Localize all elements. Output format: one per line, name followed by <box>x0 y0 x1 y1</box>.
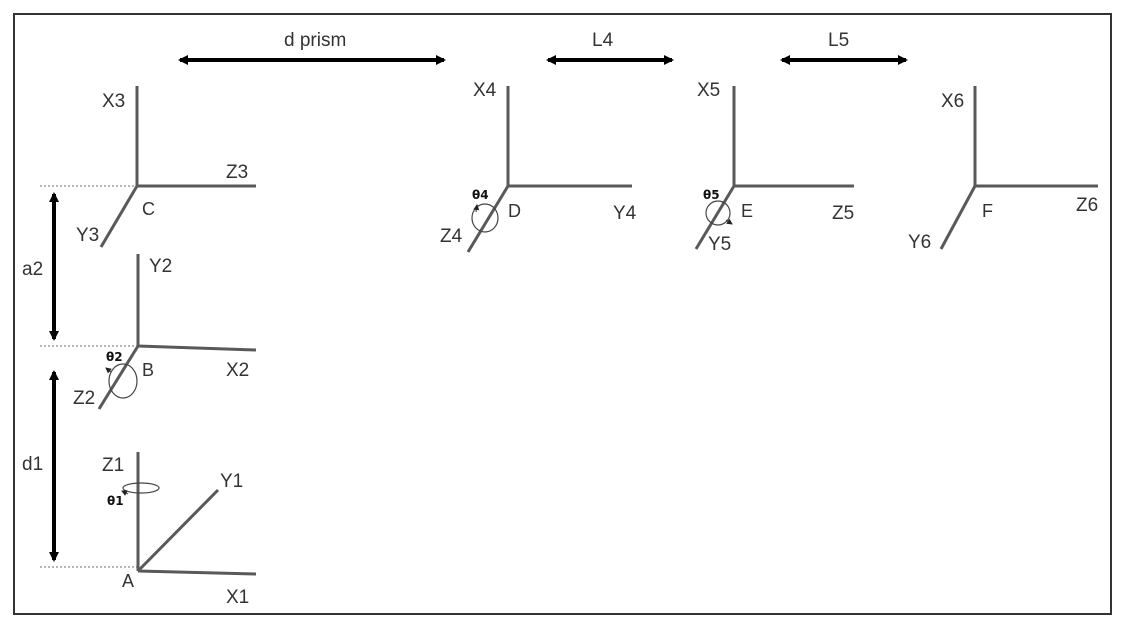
point-label-d: D <box>508 201 521 221</box>
axis-label-z2: Z2 <box>73 388 95 409</box>
dimension-d-prism-label: d prism <box>284 30 346 51</box>
axis-z4 <box>466 185 510 253</box>
frame-e: X5 Z5 Y5 E θ5 <box>694 80 854 255</box>
frame-f: X6 Z6 Y6 F <box>908 86 1098 253</box>
axis-label-y4: Y4 <box>613 203 637 224</box>
dimension-l5-label: L5 <box>828 30 849 51</box>
axis-label-z5: Z5 <box>832 203 854 224</box>
diagram-border <box>13 13 1112 615</box>
axis-label-x1: X1 <box>226 587 249 608</box>
axis-label-z1: Z1 <box>102 455 124 476</box>
dimension-d1-label: d1 <box>22 454 43 475</box>
point-label-a: A <box>122 571 134 591</box>
rotation-theta4-icon <box>471 203 499 233</box>
frame-a: Z1 X1 Y1 A θ1 <box>102 452 257 608</box>
dimension-d1: d1 <box>22 370 59 562</box>
dimension-a2-label: a2 <box>22 259 43 280</box>
axis-x2 <box>137 344 257 352</box>
rotation-theta2-icon <box>108 363 138 399</box>
point-label-e: E <box>741 201 753 221</box>
axis-label-z4: Z4 <box>440 226 463 247</box>
rotation-theta5-icon <box>705 200 731 226</box>
axis-z2 <box>97 345 140 410</box>
axis-label-y2: Y2 <box>149 256 172 277</box>
dimension-d-prism: d prism <box>178 30 446 65</box>
axis-label-x6: X6 <box>941 91 964 112</box>
dimension-l5: L5 <box>780 30 908 65</box>
axis-x1 <box>137 569 257 576</box>
angle-label-theta5: θ5 <box>703 188 720 202</box>
frame-d: X4 Y4 Z4 D θ4 <box>440 80 637 253</box>
axis-label-y5: Y5 <box>708 234 731 255</box>
axis-label-z3: Z3 <box>226 162 248 183</box>
point-label-f: F <box>982 201 993 221</box>
axis-label-x5: X5 <box>697 80 720 101</box>
frame-c: X3 Z3 Y3 C <box>76 86 256 248</box>
angle-label-theta1: θ1 <box>107 494 124 508</box>
axis-y6 <box>939 185 977 250</box>
frame-b: Y2 X2 Z2 B θ2 <box>73 254 257 410</box>
axis-y5 <box>694 185 736 250</box>
dimension-a2: a2 <box>22 192 59 341</box>
point-label-c: C <box>142 199 155 219</box>
axis-label-x3: X3 <box>102 91 125 112</box>
point-label-b: B <box>142 360 154 380</box>
axis-y1 <box>136 488 220 573</box>
dimension-l4: L4 <box>546 30 674 65</box>
axis-label-y3: Y3 <box>76 225 99 246</box>
angle-label-theta2: θ2 <box>106 350 123 364</box>
axis-label-z6: Z6 <box>1076 195 1098 216</box>
axis-label-y6: Y6 <box>908 232 931 253</box>
angle-label-theta4: θ4 <box>472 188 489 202</box>
dimension-l4-label: L4 <box>592 30 614 51</box>
axis-label-y1: Y1 <box>220 471 243 492</box>
rotation-theta1-icon <box>122 482 160 494</box>
axis-label-x2: X2 <box>226 360 249 381</box>
axis-y3 <box>99 185 139 248</box>
axis-label-x4: X4 <box>473 80 497 101</box>
